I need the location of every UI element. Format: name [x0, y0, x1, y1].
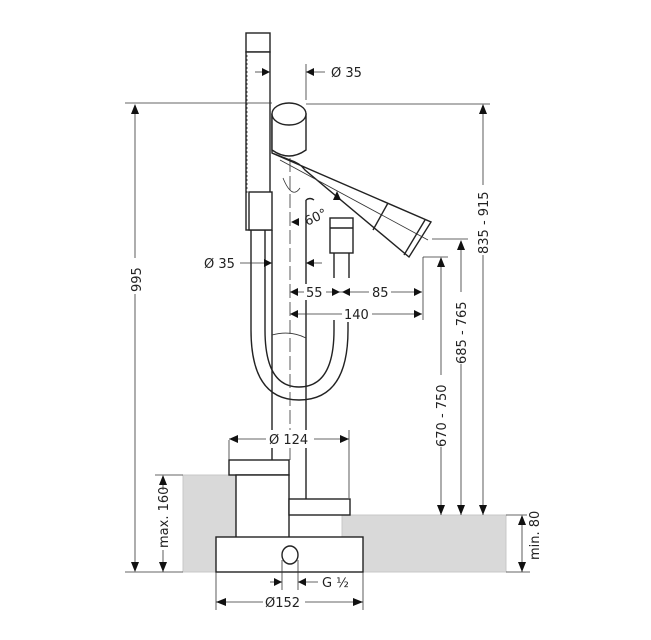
- label-min-height: min. 80: [528, 511, 543, 560]
- label-column-diameter: Ø 35: [204, 257, 235, 272]
- connection-port: [281, 545, 299, 565]
- escutcheon: [288, 498, 351, 516]
- faucet-column: [271, 140, 315, 500]
- label-shower-diameter: Ø 35: [331, 66, 362, 81]
- floor-base: [215, 459, 364, 573]
- mixer-lever: [329, 217, 354, 278]
- floor-area-right: [341, 514, 507, 573]
- shower-hose: [250, 230, 349, 401]
- label-offset-a: 55: [306, 286, 323, 301]
- hand-shower: [245, 32, 273, 231]
- label-base-diameter: Ø152: [265, 596, 300, 611]
- spout: [271, 102, 433, 259]
- tub-spout-cap: [228, 459, 290, 476]
- label-offset-b: 85: [372, 286, 389, 301]
- label-total-height: 995: [130, 267, 145, 292]
- label-outlet-height-b: 670 - 750: [435, 384, 450, 447]
- base-plate: [215, 536, 364, 573]
- label-outlet-height-a: 685 - 765: [455, 301, 470, 364]
- label-spout-height: 835 - 915: [477, 191, 492, 254]
- extension-lines: [125, 60, 530, 610]
- label-escutcheon-diameter: Ø 124: [269, 433, 308, 448]
- label-connection-thread: G ½: [322, 576, 349, 591]
- label-projection: 140: [344, 308, 369, 323]
- label-max-height: max. 160: [157, 487, 172, 548]
